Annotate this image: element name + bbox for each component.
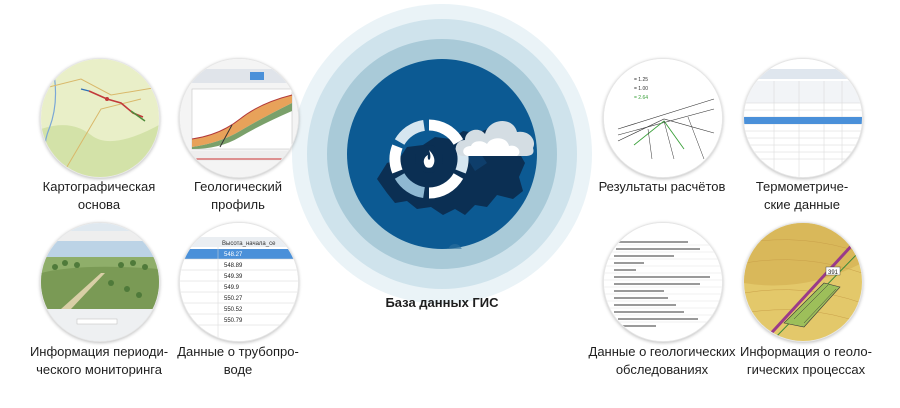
thermometric-table-thumbnail [744,59,862,177]
survey-thumbnail[interactable] [603,222,723,342]
pipeline-header: Высота_начала_се [222,241,276,247]
topographic-map-thumbnail [41,59,159,177]
survey-label-line2: обследованиях [615,362,709,377]
process-label: Информация о геоло- гических процессах [718,343,894,379]
legend-1: = 1.25 [634,77,648,83]
process-thumbnail[interactable]: 391 [743,222,863,342]
results-label: Результаты расчётов [582,178,742,196]
process-marker: 391 [828,270,839,276]
monitor-label-line1: Информация периоди- [29,344,169,359]
process-label-line1: Информация о геоло- [740,344,872,359]
pipeline-label-line1: Данные о трубопро- [177,344,299,359]
geologic-profile-thumbnail [180,59,298,177]
pipeline-thumbnail[interactable]: Высота_начала_се 548.27 548.89 549.39 54… [179,222,299,342]
monitor-thumbnail[interactable] [40,222,160,342]
pipeline-row: 550.52 [224,307,243,313]
cloud-icon [455,120,535,156]
map-thumbnail[interactable] [40,58,160,178]
pipeline-label: Данные о трубопро- воде [158,343,318,379]
pipeline-row: 550.27 [224,296,243,302]
pipeline-label-line2: воде [223,362,253,377]
profile-label-line1: Геологический [193,179,283,194]
thermo-label-line1: Термометриче- [755,179,849,194]
pipeline-table-thumbnail: Высота_начала_се 548.27 548.89 549.39 54… [180,223,298,341]
legend-3: = 2.64 [634,95,648,101]
center-title: База данных ГИС [385,295,499,310]
calculation-chart-thumbnail: = 1.25 = 1.00 = 2.64 [604,59,722,177]
survey-label-line1: Данные о геологических [588,344,736,359]
results-thumbnail[interactable]: = 1.25 = 1.00 = 2.64 [603,58,723,178]
results-label-line1: Результаты расчётов [598,179,726,194]
monitor-label: Информация периоди- ческого мониторинга [6,343,192,379]
pipeline-row: 548.89 [224,263,243,269]
pipeline-row: 548.27 [224,252,243,258]
thermo-label: Термометриче- ские данные [722,178,882,214]
monitor-label-line2: ческого мониторинга [36,362,162,377]
map-label-line2: основа [77,197,121,212]
legend-2: = 1.00 [634,86,648,92]
process-label-line2: гических процессах [746,362,866,377]
pipeline-row: 549.9 [224,285,240,291]
survey-list-thumbnail [604,223,722,341]
thermo-thumbnail[interactable] [743,58,863,178]
thermo-label-line2: ские данные [763,197,841,212]
pipeline-row: 549.39 [224,274,243,280]
map-label: Картографическая основа [19,178,179,214]
gas-flame-icon [415,145,443,173]
profile-label-line2: профиль [211,197,265,212]
profile-label: Геологический профиль [158,178,318,214]
survey-label: Данные о геологических обследованиях [574,343,750,379]
aerial-photo-thumbnail [41,223,159,341]
geologic-process-thumbnail: 391 [744,223,862,341]
pipeline-row: 550.79 [224,318,243,324]
profile-thumbnail[interactable] [179,58,299,178]
map-label-line1: Картографическая [42,179,156,194]
